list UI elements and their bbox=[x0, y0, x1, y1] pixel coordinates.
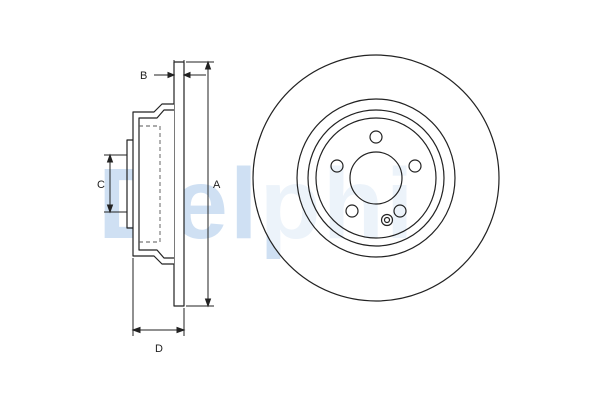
hat-flange-step bbox=[126, 139, 133, 229]
dimension-label-b: B bbox=[140, 70, 147, 82]
dimension-a bbox=[186, 60, 214, 308]
center-bore bbox=[349, 151, 403, 205]
bolt-hole bbox=[330, 159, 344, 173]
hat-outer-edge bbox=[307, 109, 445, 247]
dimension-label-c: C bbox=[97, 179, 105, 191]
disc-side-profile bbox=[126, 61, 185, 307]
hat-inner-line bbox=[138, 109, 174, 259]
bolt-hole bbox=[408, 159, 422, 173]
dimension-b bbox=[154, 60, 206, 82]
locating-screw-hole bbox=[380, 213, 394, 227]
hat-outline bbox=[132, 103, 174, 265]
dimension-label-d: D bbox=[155, 343, 163, 355]
dimension-label-a: A bbox=[213, 179, 221, 191]
disc-front-view bbox=[252, 54, 500, 302]
hat-step-circle bbox=[315, 117, 437, 239]
locating-screw-hole-inner bbox=[383, 216, 391, 224]
disc-outer-edge bbox=[252, 54, 500, 302]
dimension-d bbox=[131, 258, 186, 336]
bolt-hole bbox=[393, 204, 407, 218]
friction-ring-inner-edge bbox=[296, 98, 456, 258]
bolt-hole bbox=[345, 204, 359, 218]
dimension-c bbox=[104, 153, 127, 214]
friction-ring-profile bbox=[173, 61, 185, 307]
bolt-hole bbox=[369, 130, 383, 144]
